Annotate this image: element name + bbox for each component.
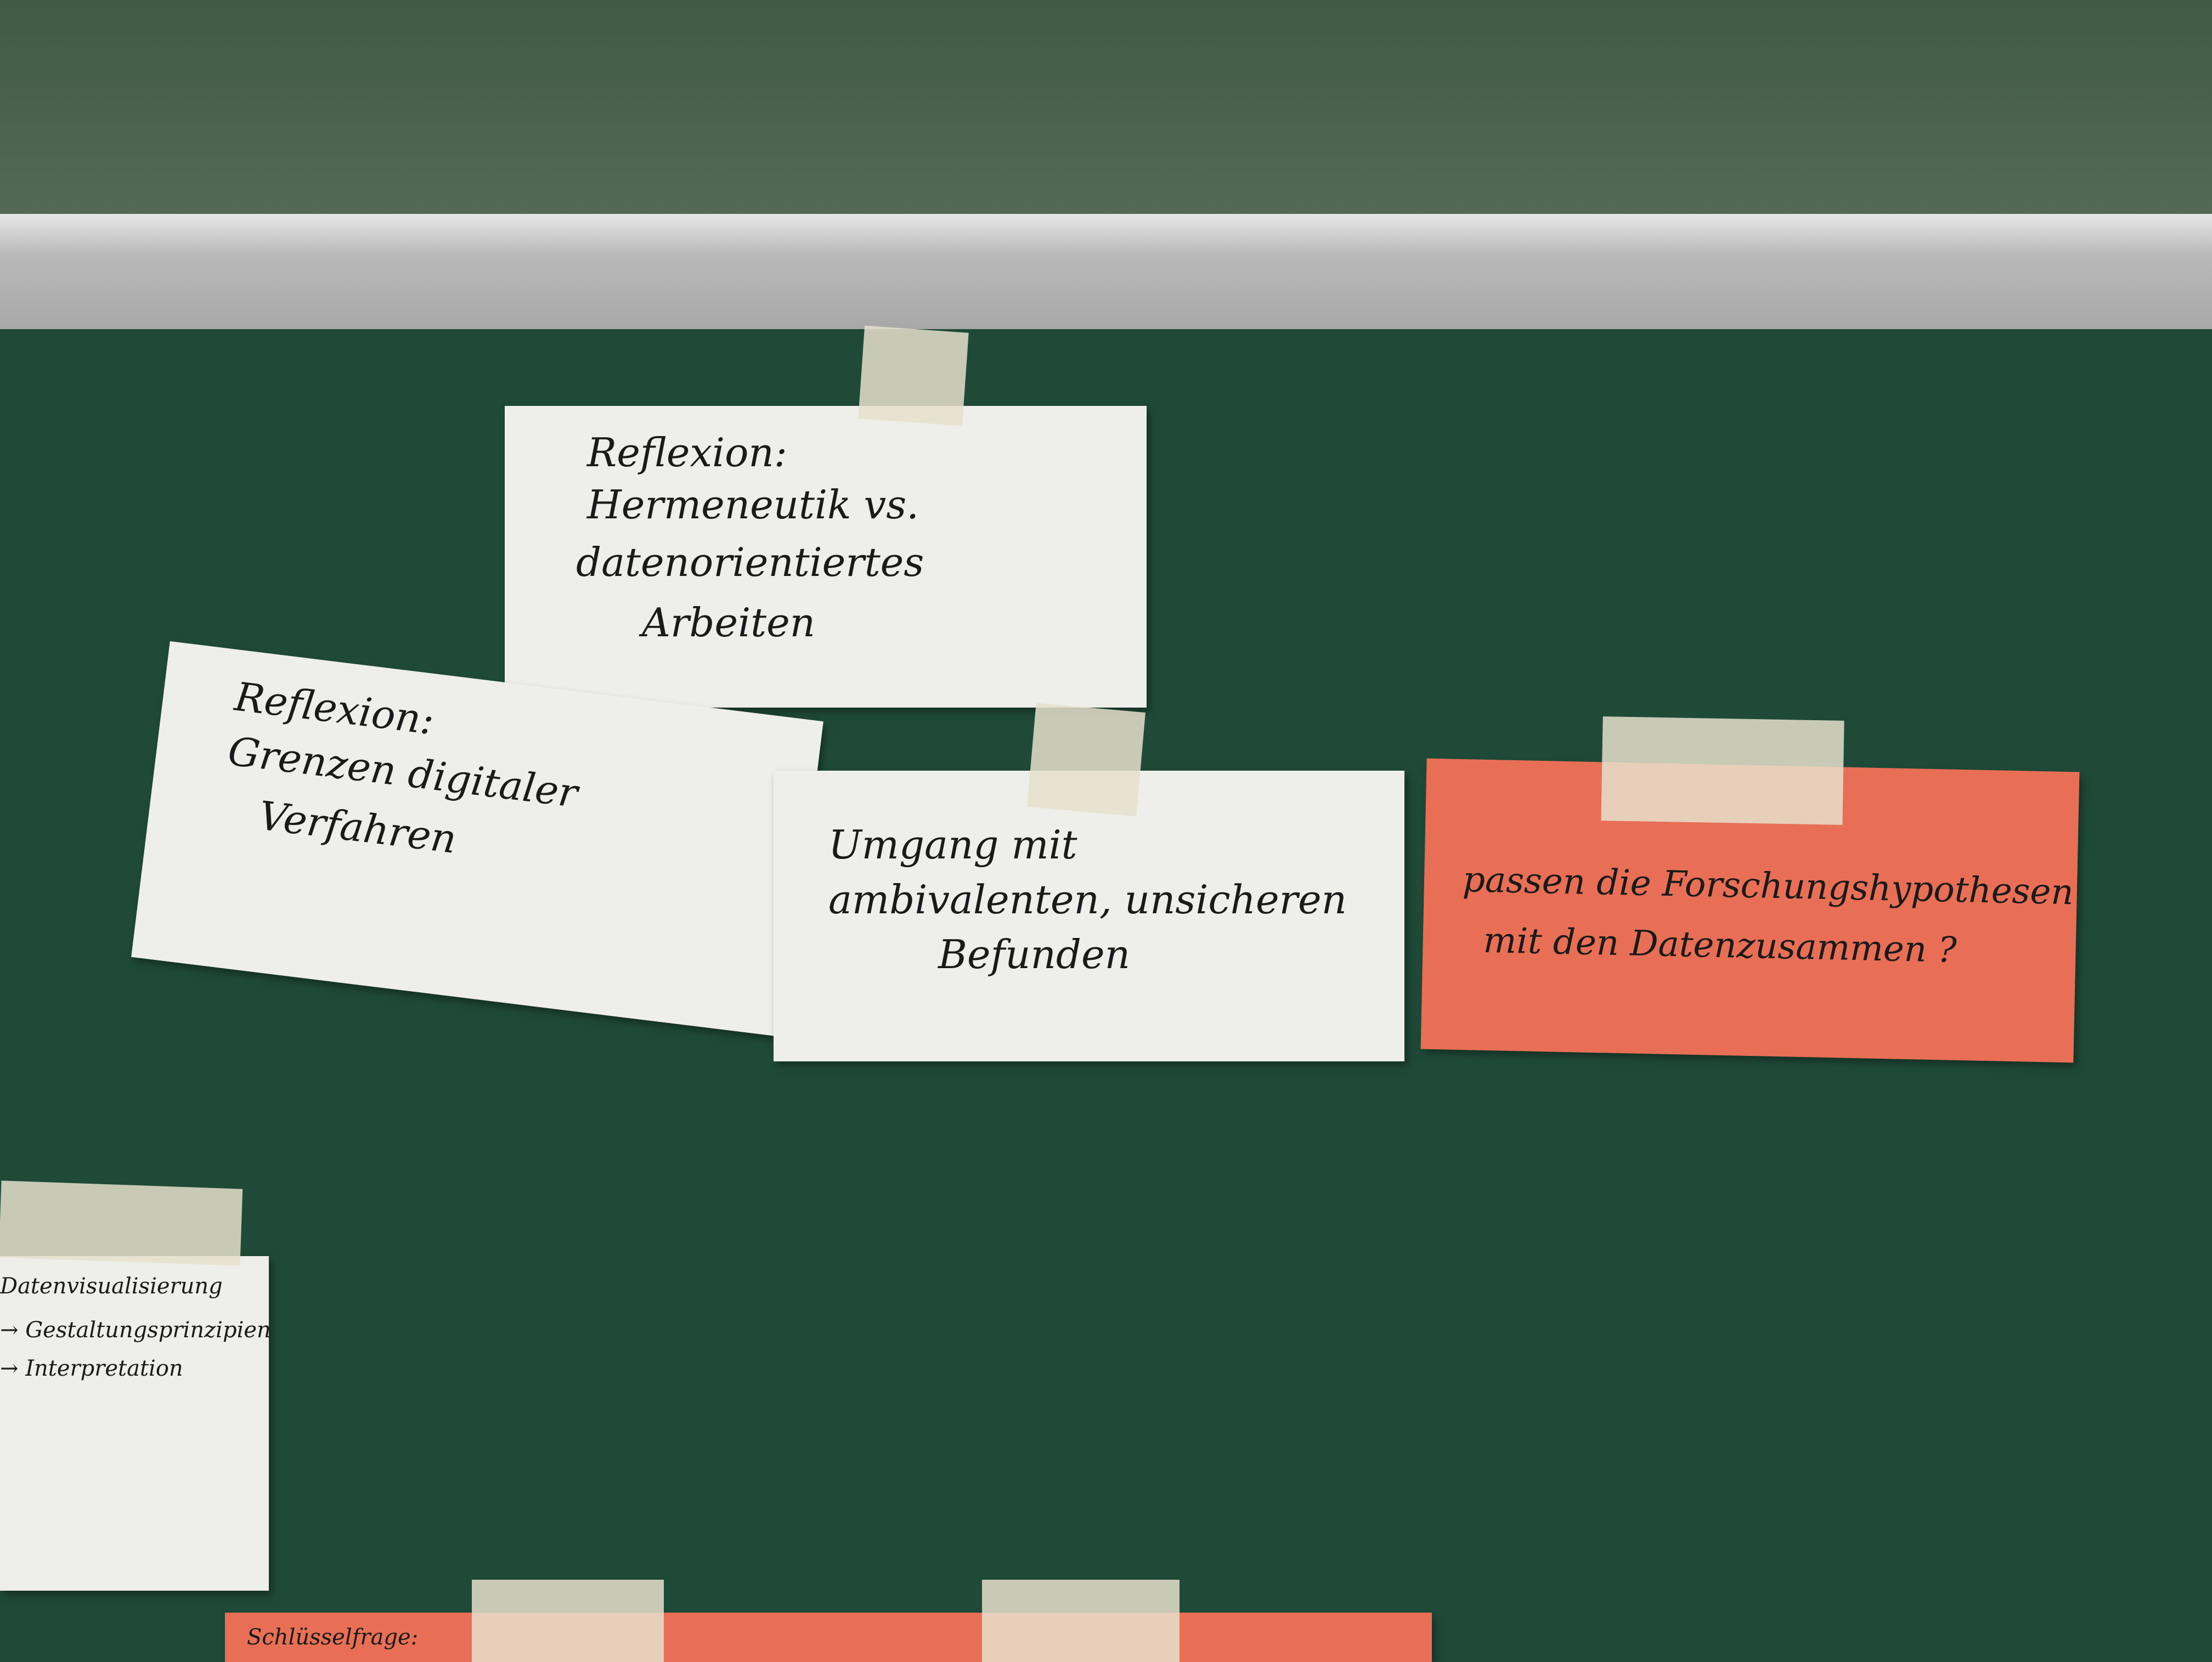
card-line: Hermeneutik vs. xyxy=(587,482,919,528)
card-line: passen die Forschungshypothesen xyxy=(1462,860,2074,913)
card-reflexion-hermeneutik: Reflexion: Hermeneutik vs. datenorientie… xyxy=(505,406,1147,708)
card-line: Befunden xyxy=(938,931,1130,977)
card-line: → Gestaltungsprinzipien xyxy=(0,1318,271,1343)
board-rail xyxy=(0,214,2212,329)
card-umgang: Umgang mit ambivalenten, unsicheren Befu… xyxy=(774,771,1404,1061)
card-line: ambivalenten, unsicheren xyxy=(828,877,1347,923)
card-line: Arbeiten xyxy=(642,600,816,646)
tape xyxy=(1027,703,1146,817)
card-line: Verfahren xyxy=(256,792,459,862)
tape xyxy=(0,1180,243,1266)
tape xyxy=(1601,716,1844,825)
card-datenvisualisierung: Datenvisualisierung → Gestaltungsprinzip… xyxy=(0,1256,271,1591)
card-line: Umgang mit xyxy=(828,822,1077,868)
card-line: mit den Datenzusammen ? xyxy=(1482,920,1957,971)
tape xyxy=(982,1580,1180,1662)
tape xyxy=(472,1580,664,1662)
card-schluesselfrage: Schlüsselfrage: xyxy=(225,1613,1432,1662)
tape xyxy=(858,325,969,426)
chalkboard xyxy=(0,0,2212,219)
card-line: Schlüsselfrage: xyxy=(247,1625,419,1650)
card-line: datenorientiertes xyxy=(576,539,924,585)
card-line: Reflexion: xyxy=(587,429,788,476)
card-line: → Interpretation xyxy=(0,1356,183,1381)
card-line: Datenvisualisierung xyxy=(0,1274,223,1299)
